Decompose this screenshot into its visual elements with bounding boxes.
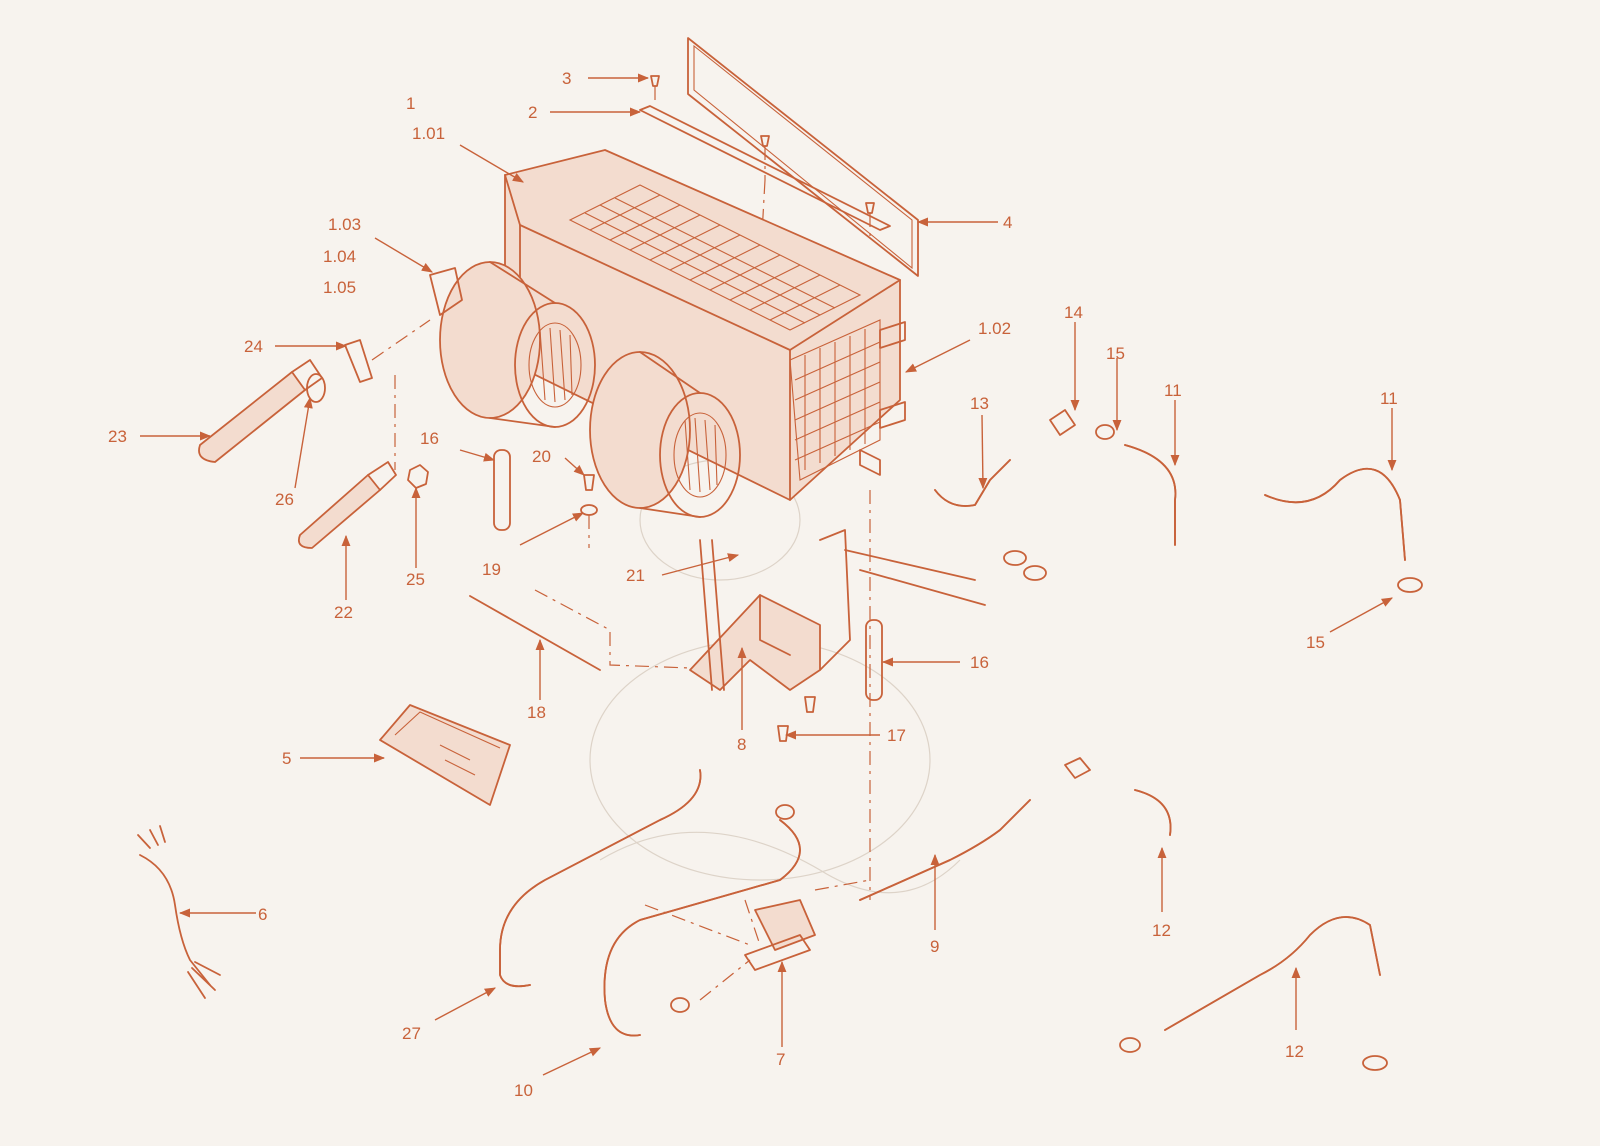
- callout-label: 1.03: [328, 215, 361, 234]
- heat-exchanger-grid-detail: [789, 319, 881, 481]
- blower-right-part: [589, 351, 741, 518]
- callout-label: 3: [562, 69, 571, 88]
- callout-labels: 3 2 1 1.01 4 1.03 1.04 1.05 1.02 24 23 2…: [108, 69, 1398, 1100]
- callout-label: 1.05: [323, 278, 356, 297]
- callout-label: 2: [528, 103, 537, 122]
- callout-label: 14: [1064, 303, 1083, 322]
- callout-label: 9: [930, 937, 939, 956]
- elbow-hose-center-part: [1064, 757, 1172, 836]
- callout-label: 16: [420, 429, 439, 448]
- callout-label: 10: [514, 1081, 533, 1100]
- callout-label: 12: [1152, 921, 1171, 940]
- callout-label: 1.01: [412, 124, 445, 143]
- callout-label: 15: [1106, 344, 1125, 363]
- callout-label: 19: [482, 560, 501, 579]
- callout-label: 26: [275, 490, 294, 509]
- callout-label: 16: [970, 653, 989, 672]
- callout-label: 1.04: [323, 247, 356, 266]
- water-valve-part: [744, 899, 816, 971]
- callout-label: 25: [406, 570, 425, 589]
- washer-part: [580, 504, 598, 516]
- callout-label: 21: [626, 566, 645, 585]
- coolant-hose-lower-left-part: [603, 819, 801, 1037]
- wiring-harness-part: [137, 825, 221, 999]
- blower-left-part: [439, 261, 596, 428]
- filter-panel-part: [687, 37, 919, 277]
- callout-label: 11: [1380, 389, 1398, 408]
- callout-label: 24: [244, 337, 263, 356]
- leader-lines: [140, 73, 1397, 1076]
- callout-label: 22: [334, 603, 353, 622]
- drain-tube-upper-part: [493, 449, 511, 531]
- callout-label: 6: [258, 905, 267, 924]
- cable-clip-part: [344, 339, 373, 383]
- callout-label: 18: [527, 703, 546, 722]
- top-grille-detail: [568, 184, 862, 331]
- connector-small-part: [297, 375, 429, 549]
- callout-label: 8: [737, 735, 746, 754]
- callout-label: 17: [887, 726, 906, 745]
- callout-label: 20: [532, 447, 551, 466]
- callout-label: 12: [1285, 1042, 1304, 1061]
- callout-label: 23: [108, 427, 127, 446]
- drain-tube-lower-part: [865, 619, 883, 701]
- coolant-hose-upper-part: [934, 409, 1177, 546]
- control-module-part: [379, 704, 511, 806]
- hose-clamps-part: [670, 424, 1423, 1071]
- cable-tie-part: [469, 595, 601, 671]
- callout-label: 11: [1164, 381, 1182, 400]
- bracket-screw-part: [804, 696, 816, 713]
- coolant-hose-lower-right-part: [1164, 916, 1381, 1031]
- callout-label: 1: [406, 94, 415, 113]
- connector-large-part: [198, 359, 326, 463]
- callout-label: 15: [1306, 633, 1325, 652]
- coolant-hose-center-part: [859, 799, 1031, 901]
- corrugated-hose-part: [499, 769, 702, 988]
- callout-label: 5: [282, 749, 291, 768]
- callout-label: 13: [970, 394, 989, 413]
- callout-label: 27: [402, 1024, 421, 1043]
- callout-label: 7: [776, 1050, 785, 1069]
- callout-label: 4: [1003, 213, 1012, 232]
- coolant-hose-right-part: [1264, 467, 1406, 561]
- blower-bracket-part: [429, 267, 463, 316]
- callout-label: 1.02: [978, 319, 1011, 338]
- mounting-strip-part: [639, 75, 891, 271]
- screw-part: [583, 474, 595, 491]
